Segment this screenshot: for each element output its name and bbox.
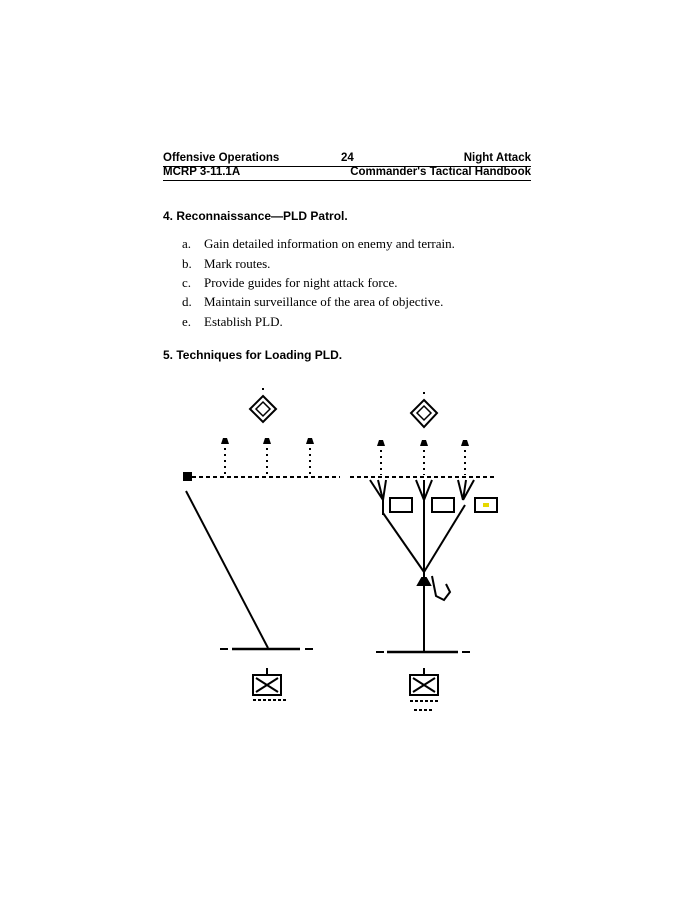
list-item: d. Maintain surveillance of the area of o… xyxy=(182,294,443,310)
assembly-area-icon xyxy=(252,668,287,701)
section-5-heading: 5. Techniques for Loading PLD. xyxy=(163,348,343,362)
assembly-area-icon xyxy=(409,668,439,711)
dotted-routes xyxy=(380,450,466,475)
page-number: 24 xyxy=(341,152,354,164)
list-text: Gain detailed information on enemy and t… xyxy=(204,236,455,251)
unit-marker-icons xyxy=(183,438,314,481)
guide-boxes xyxy=(389,497,498,513)
route-line xyxy=(185,490,269,649)
running-header-1: Offensive Operations 24 Night Attack xyxy=(163,152,531,167)
list-item: c. Provide guides for night attack force. xyxy=(182,275,398,291)
header-chapter: Night Attack xyxy=(463,152,531,164)
list-marker: e. xyxy=(182,314,192,329)
objective-diamond-icon xyxy=(409,392,439,429)
header-publication: MCRP 3-11.1A xyxy=(163,166,241,178)
list-text: Mark routes. xyxy=(204,256,271,271)
list-text: Establish PLD. xyxy=(204,314,283,329)
release-point-clusters xyxy=(369,479,475,515)
release-point-icon xyxy=(416,575,452,602)
list-item: a. Gain detailed information on enemy and… xyxy=(182,236,455,252)
objective-diamond-icon xyxy=(248,388,278,424)
running-header-2: MCRP 3-11.1A Commander's Tactical Handbo… xyxy=(163,166,531,181)
right-technique xyxy=(350,392,498,711)
dotted-routes xyxy=(224,448,311,475)
list-marker: d. xyxy=(182,294,192,309)
list-marker: b. xyxy=(182,256,192,271)
unit-marker-icons xyxy=(377,440,469,446)
list-marker: a. xyxy=(182,236,192,251)
section-4-heading: 4. Reconnaissance—PLD Patrol. xyxy=(163,209,348,223)
left-technique xyxy=(183,388,340,701)
header-title: Commander's Tactical Handbook xyxy=(350,166,531,178)
list-text: Maintain surveillance of the area of obj… xyxy=(204,294,444,309)
list-item: b. Mark routes. xyxy=(182,256,270,272)
list-marker: c. xyxy=(182,275,192,290)
header-section: Offensive Operations xyxy=(163,152,280,164)
list-item: e. Establish PLD. xyxy=(182,314,283,330)
routes-to-release-point xyxy=(382,480,466,652)
list-text: Provide guides for night attack force. xyxy=(204,275,398,290)
